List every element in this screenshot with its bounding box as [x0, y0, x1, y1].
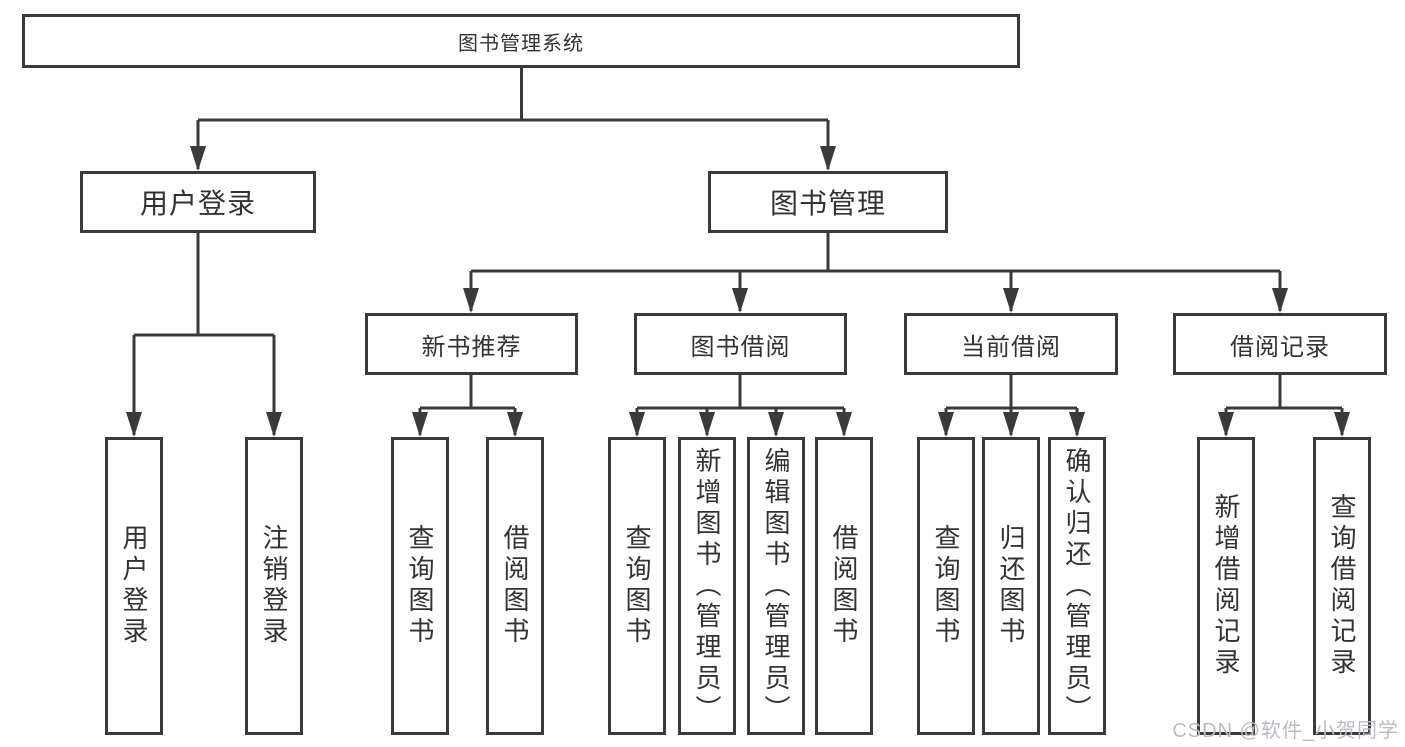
arrowhead-leaf-borrow-books-1 [507, 412, 523, 437]
arrowhead-leaf-add-book [699, 412, 715, 437]
node-label: 借阅记录 [1230, 333, 1330, 361]
arrowhead-leaf-borrow-books-2 [836, 412, 852, 437]
node-book-borrow: 图书借阅 [634, 313, 847, 375]
leaf-logout: 注销登录 [245, 437, 303, 735]
arrowhead-leaf-user-login [126, 412, 142, 437]
leaf-query-books-current: 查询图书 [917, 437, 975, 735]
arrowhead-book-borrow [732, 288, 748, 313]
leaf-borrow-books: 借阅图书 [815, 437, 873, 735]
arrowhead-leaf-query-books-1 [412, 412, 428, 437]
node-borrow-records: 借阅记录 [1173, 313, 1387, 375]
arrowhead-borrow-records [1272, 288, 1288, 313]
arrowhead-new-book-recommend [463, 288, 479, 313]
leaf-user-login: 用户登录 [105, 437, 163, 735]
node-label: 查询图书 [931, 524, 961, 648]
node-label: 用户登录 [119, 524, 149, 648]
leaf-confirm-return-admin: 确认归还（管理员） [1048, 437, 1106, 735]
node-label: 确认归还（管理员） [1062, 446, 1092, 726]
node-label: 用户登录 [139, 188, 256, 219]
leaf-add-book-admin: 新增图书（管理员） [678, 437, 736, 735]
node-label: 图书借阅 [690, 333, 791, 361]
node-label: 新增借阅记录 [1211, 493, 1241, 679]
arrowhead-leaf-query-books-2 [629, 412, 645, 437]
connector-book-management-split [469, 233, 1282, 311]
arrowhead-user-login [190, 146, 206, 171]
leaf-add-borrow-record: 新增借阅记录 [1197, 437, 1255, 735]
node-current-borrow: 当前借阅 [904, 313, 1118, 375]
connector-book-borrow-split [635, 375, 846, 435]
leaf-edit-book-admin: 编辑图书（管理员） [747, 437, 805, 735]
connector-borrow-records-split [1224, 375, 1344, 435]
arrowhead-leaf-query-books-3 [938, 412, 954, 437]
node-label: 新书推荐 [421, 333, 522, 361]
arrowhead-leaf-confirm-return [1069, 412, 1085, 437]
node-label: 编辑图书（管理员） [761, 446, 791, 726]
leaf-query-books-recommend: 查询图书 [391, 437, 449, 735]
node-root-library-system: 图书管理系统 [22, 14, 1020, 68]
node-label: 新增图书（管理员） [692, 446, 722, 726]
leaf-borrow-books-recommend: 借阅图书 [486, 437, 544, 735]
node-label: 借阅图书 [829, 524, 859, 648]
arrowhead-leaf-return-books [1003, 412, 1019, 437]
node-label: 归还图书 [996, 524, 1026, 648]
arrowhead-leaf-edit-book [768, 412, 784, 437]
arrowhead-current-borrow [1003, 288, 1019, 313]
node-label: 查询图书 [405, 524, 435, 648]
connector-new-book-split [418, 375, 517, 435]
connector-root-split [196, 68, 830, 169]
node-label: 图书管理 [769, 188, 886, 219]
node-label: 注销登录 [259, 524, 289, 648]
node-new-book-recommend: 新书推荐 [365, 313, 578, 375]
node-label: 查询借阅记录 [1327, 493, 1357, 679]
branch-book-management [463, 233, 1288, 313]
node-label: 借阅图书 [500, 524, 530, 648]
arrowhead-leaf-query-borrow-record [1334, 412, 1350, 437]
arrowhead-leaf-add-borrow-record [1218, 412, 1234, 437]
leaf-query-books-borrow: 查询图书 [608, 437, 666, 735]
node-label: 查询图书 [622, 524, 652, 648]
branch-root [190, 68, 836, 171]
branch-user-login [126, 233, 282, 437]
node-label: 图书管理系统 [458, 32, 584, 55]
node-label: 当前借阅 [961, 333, 1061, 361]
node-user-login: 用户登录 [80, 171, 316, 233]
arrowhead-leaf-logout [266, 412, 282, 437]
node-book-management: 图书管理 [708, 171, 948, 233]
connector-user-login-split [132, 233, 276, 435]
branch-current-borrow [938, 375, 1085, 437]
arrowhead-book-management [820, 146, 836, 171]
branch-book-borrow [629, 375, 852, 437]
branch-borrow-records [1218, 375, 1350, 437]
leaf-return-books: 归还图书 [982, 437, 1040, 735]
leaf-query-borrow-record: 查询借阅记录 [1313, 437, 1371, 735]
branch-new-book-recommend [412, 375, 523, 437]
csdn-watermark: CSDN @软件_小贺同学 [1172, 720, 1399, 742]
